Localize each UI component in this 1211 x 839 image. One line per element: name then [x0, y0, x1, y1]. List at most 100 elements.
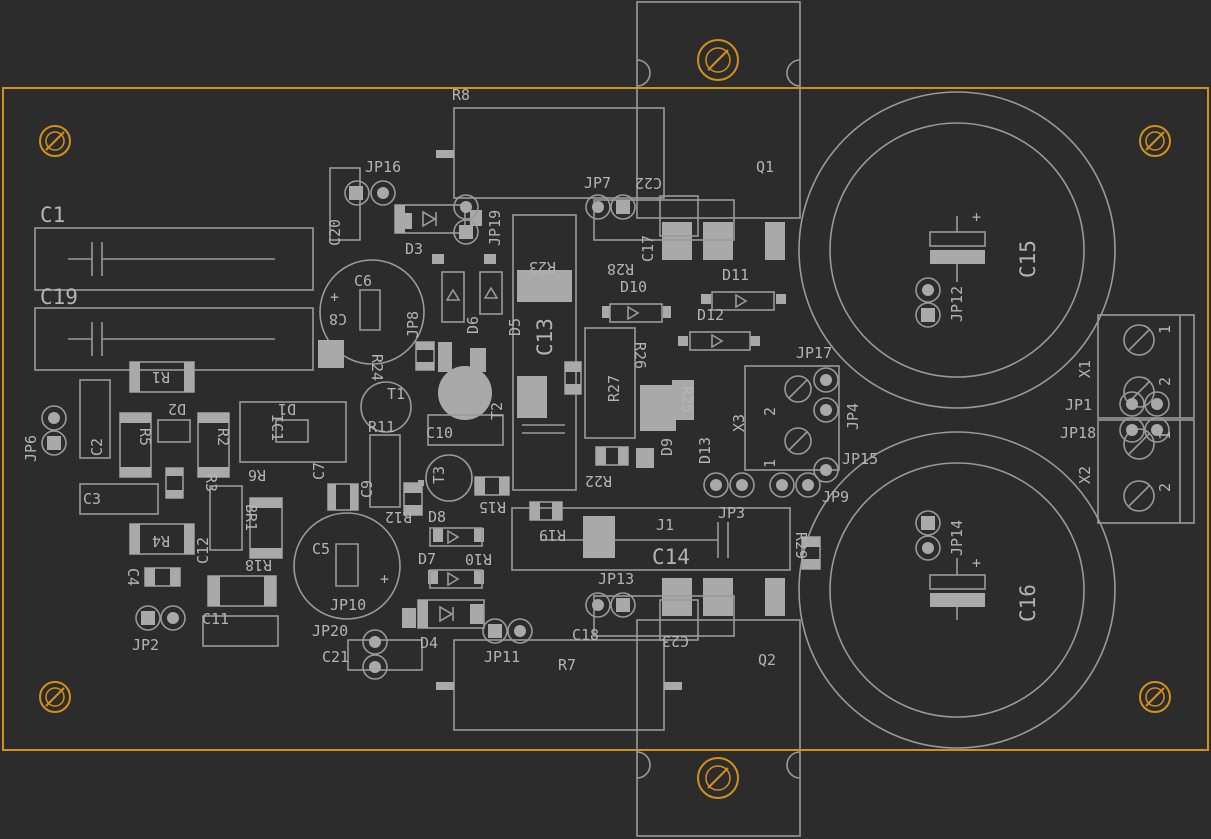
transistor-q2 [636, 578, 801, 837]
label-r27: R27 [605, 375, 623, 402]
mounting-hole-bottom-right [1139, 681, 1171, 713]
label-jp12: JP12 [948, 286, 966, 322]
label-jp2: JP2 [132, 636, 159, 654]
label-jp8: JP8 [404, 311, 422, 338]
resistor-r1 [129, 361, 195, 393]
resistor-r29 [801, 536, 821, 570]
label-c5-plus: + [380, 570, 389, 588]
transistor-t3 [425, 454, 473, 502]
label-jp17: JP17 [796, 344, 832, 362]
transistor-q1 [636, 1, 801, 260]
diode-d8 [429, 527, 483, 547]
capacitor-c16 [798, 431, 1116, 749]
label-ic1: IC1 [268, 414, 286, 441]
label-c15-plus: + [972, 208, 981, 226]
label-x1-pin2: 2 [1156, 377, 1174, 386]
label-r10: R10 [465, 550, 492, 568]
capacitor-c15 [798, 91, 1116, 409]
label-d11: D11 [722, 266, 749, 284]
capacitor-c13 [512, 214, 577, 491]
label-r29: R29 [792, 532, 810, 559]
label-d10: D10 [620, 278, 647, 296]
label-c20: C20 [326, 219, 344, 246]
capacitor-c1 [34, 227, 314, 291]
label-jp15: JP15 [842, 450, 878, 468]
label-br1: BR1 [242, 504, 260, 531]
label-d7: D7 [418, 550, 436, 568]
label-r6: R6 [248, 466, 266, 484]
label-jp1: JP1 [1065, 396, 1092, 414]
resistor-r18 [249, 497, 283, 559]
label-c16-plus: + [972, 554, 981, 572]
label-r11: R11 [368, 418, 395, 436]
resistor-r21 [584, 327, 636, 439]
label-jp11: JP11 [484, 648, 520, 666]
resistor-r12 [403, 482, 423, 516]
bridge-br1 [207, 575, 277, 607]
diode-d4 [417, 599, 485, 629]
label-jp19: JP19 [486, 210, 504, 246]
label-c11: C11 [202, 610, 229, 628]
capacitor-c4 [144, 567, 181, 587]
resistor-r22 [595, 446, 629, 466]
label-c22: C22 [635, 174, 662, 192]
label-d12: D12 [697, 306, 724, 324]
capacitor-c9 [369, 434, 401, 508]
capacitor-c19 [34, 307, 314, 371]
label-c5: C5 [312, 540, 330, 558]
label-c6: C6 [354, 272, 372, 290]
label-r22: R22 [585, 472, 612, 490]
label-jp3: JP3 [718, 504, 745, 522]
label-c17: C17 [639, 235, 657, 262]
label-c21: C21 [322, 648, 349, 666]
resistor-r19 [529, 501, 563, 521]
label-d2: D2 [168, 400, 186, 418]
label-c12: C12 [194, 537, 212, 564]
capacitor-c6 [319, 259, 425, 365]
label-x3-pin1: 1 [761, 459, 779, 468]
label-jp10: JP10 [330, 596, 366, 614]
label-d9: D9 [658, 438, 676, 456]
label-t2: T2 [488, 402, 506, 420]
resistor-r8 [436, 107, 665, 199]
label-jp6: JP6 [22, 435, 40, 462]
label-c8: C8 [329, 310, 347, 328]
resistor-r4 [129, 523, 195, 555]
label-c3: C3 [83, 490, 101, 508]
jumper-pads [41, 180, 1170, 680]
label-r3: R3 [202, 474, 220, 492]
capacitor-c5 [293, 512, 401, 620]
label-r5: R5 [136, 428, 154, 446]
transistor-t2 [438, 366, 492, 420]
label-c9: C9 [358, 480, 376, 498]
terminal-x1 [1097, 314, 1195, 419]
capacitor-c23 [659, 599, 699, 641]
label-r18: R18 [245, 556, 272, 574]
label-q1: Q1 [756, 158, 774, 176]
capacitor-c11 [202, 615, 279, 647]
label-c6-plus: + [330, 288, 339, 306]
label-x3: X3 [730, 414, 748, 432]
label-j1: J1 [656, 516, 674, 534]
capacitor-c12 [209, 485, 243, 551]
capacitor-c17 [593, 199, 735, 241]
label-c2: C2 [88, 438, 106, 456]
label-r19: R19 [539, 526, 566, 544]
resistor-r3 [165, 467, 184, 499]
label-c23: C23 [662, 632, 689, 650]
diode-d5 [479, 271, 503, 315]
label-t3: T3 [430, 466, 448, 484]
silkscreen-labels: R8 R7 Q1 Q2 C1 C19 C15 C16 C22 C23 JP16 … [22, 86, 1174, 674]
diode-d11 [711, 291, 775, 311]
diode-d7 [429, 569, 483, 589]
label-c18: C18 [572, 626, 599, 644]
label-jp13: JP13 [598, 570, 634, 588]
label-d8: D8 [428, 508, 446, 526]
label-c10: C10 [426, 424, 453, 442]
label-x3-pin2: 2 [761, 407, 779, 416]
label-d3: D3 [405, 240, 423, 258]
label-x1-pin1: 1 [1156, 325, 1174, 334]
label-c7: C7 [310, 462, 328, 480]
ic-ic1 [239, 401, 347, 463]
